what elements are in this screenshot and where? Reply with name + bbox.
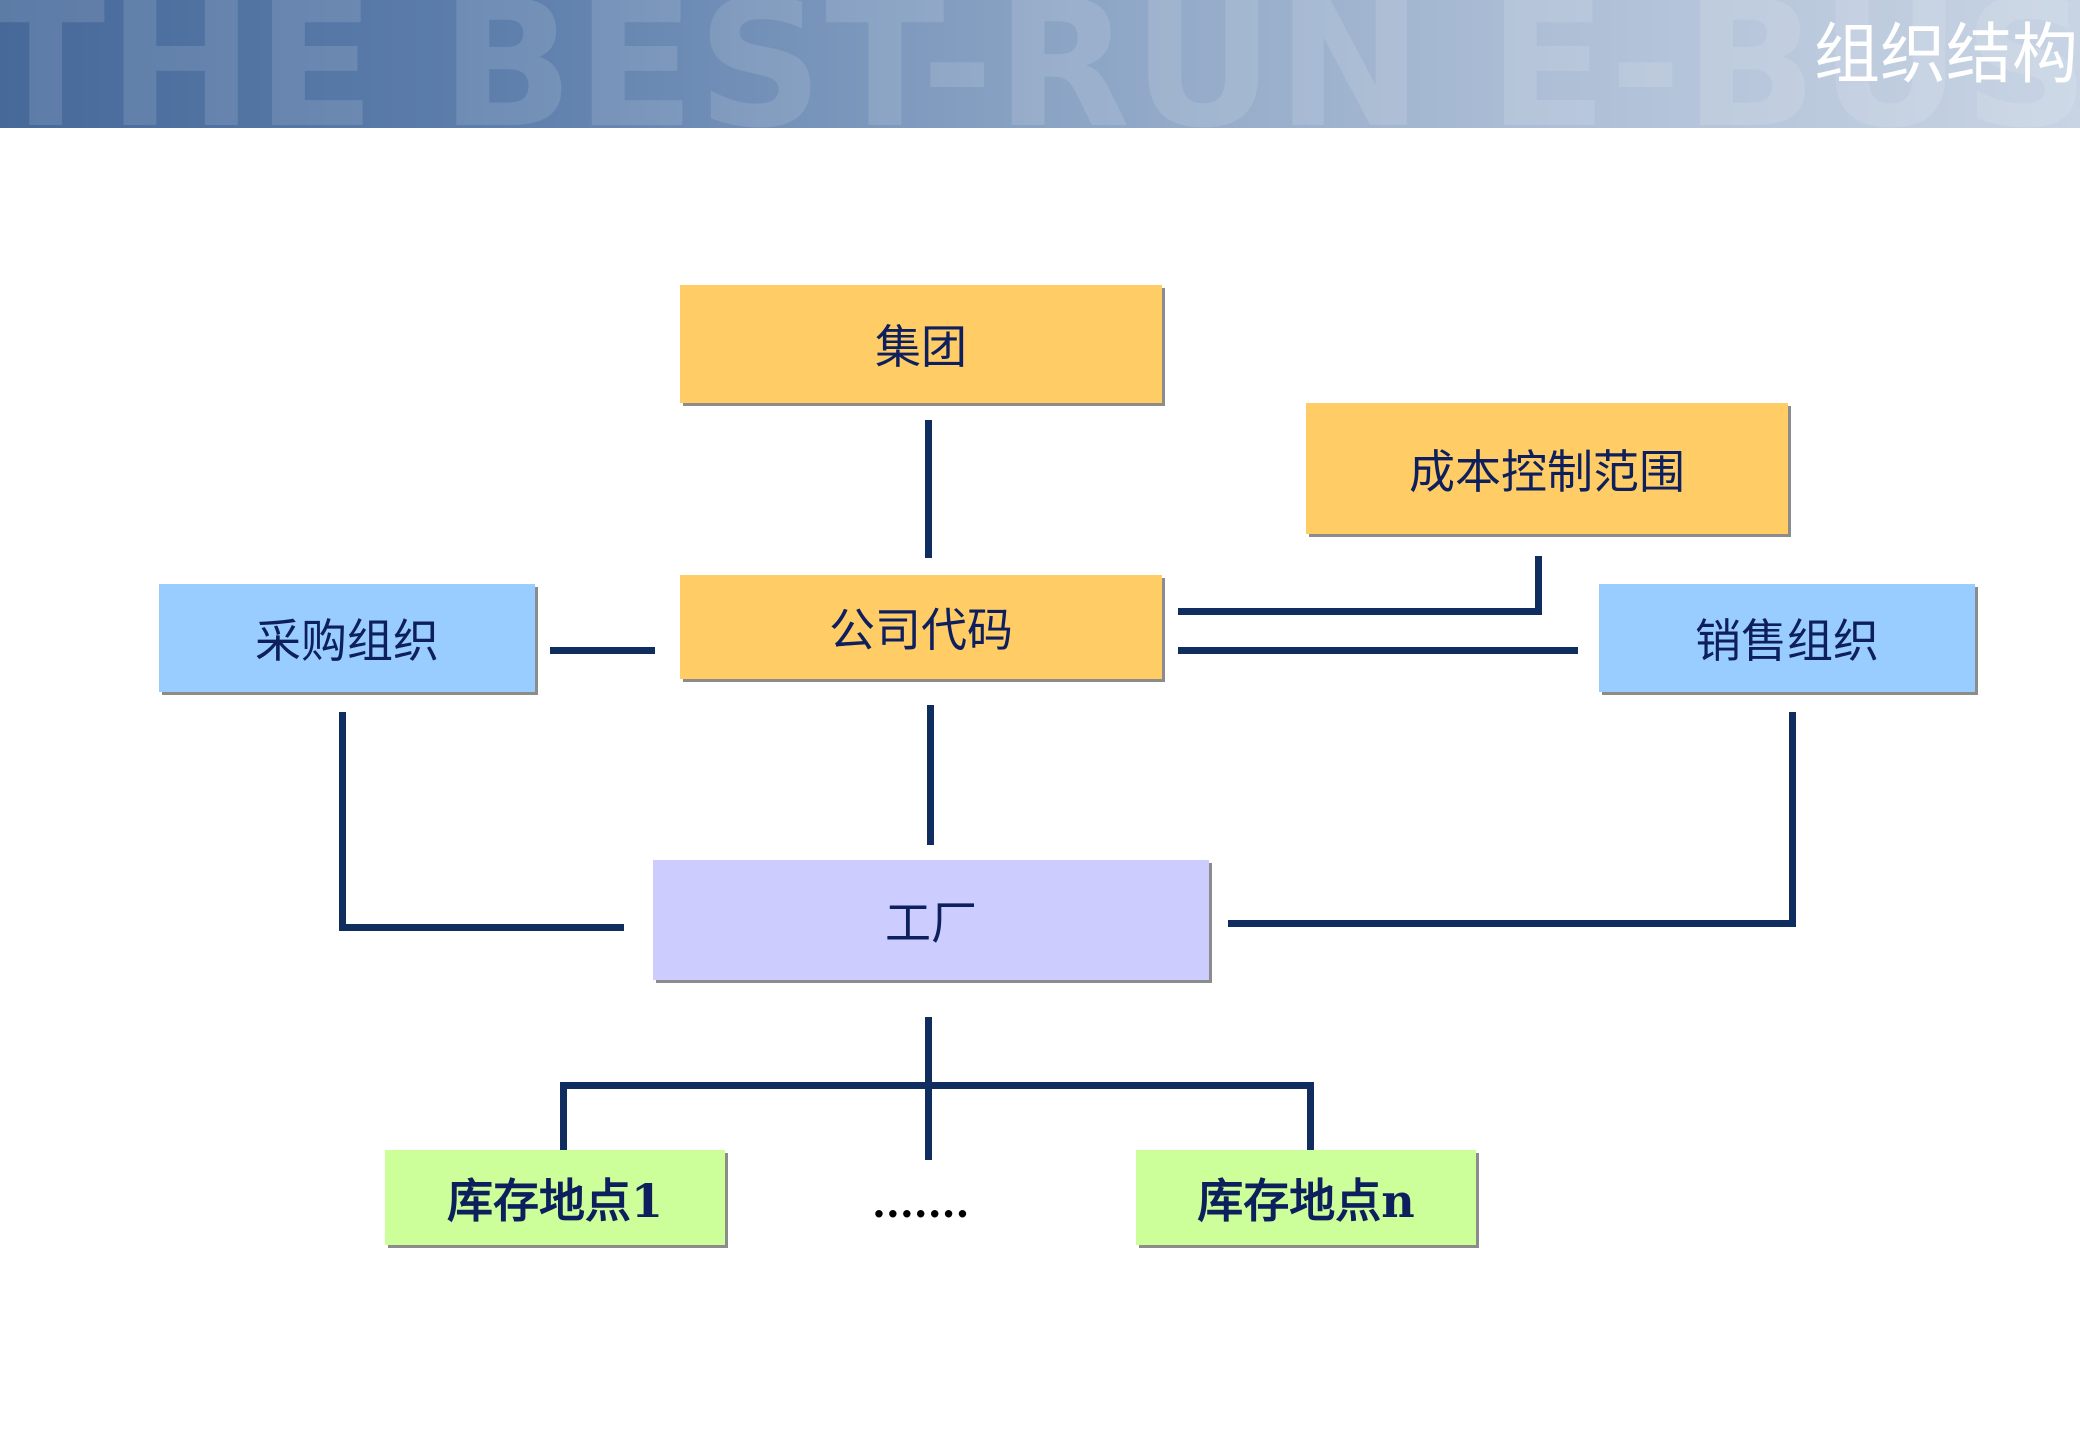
connector-purchasing-plant-h	[339, 924, 624, 931]
connector-storage-bar	[560, 1082, 1314, 1089]
node-controlling-area: 成本控制范围	[1306, 403, 1788, 534]
page-title: 组织结构	[1814, 16, 2078, 93]
node-sales-org: 销售组织	[1599, 584, 1975, 692]
connector-purchasing-plant-v	[339, 712, 346, 931]
node-company-code-label: 公司代码	[829, 603, 1013, 657]
node-group-label: 集团	[875, 320, 967, 374]
node-company-code: 公司代码	[680, 575, 1162, 679]
node-purchasing-org: 采购组织	[159, 584, 535, 692]
storage-ellipsis: .......	[872, 1180, 970, 1227]
node-sales-org-label: 销售组织	[1695, 614, 1879, 668]
connector-sales-plant-v	[1789, 712, 1796, 927]
node-storage-n-label: 库存地点n	[1197, 1173, 1415, 1228]
header-banner: THE BEST-RUN E-BUS 组织结构	[0, 0, 2080, 128]
banner-watermark: THE BEST-RUN E-BUS	[0, 0, 2080, 128]
node-storage-1-label: 库存地点1	[446, 1173, 663, 1228]
node-plant-label: 工厂	[885, 896, 977, 950]
connector-purchasing-company	[550, 647, 655, 654]
connector-company-sales	[1178, 647, 1578, 654]
connector-sales-plant-h	[1228, 920, 1796, 927]
connector-storage-n	[1307, 1082, 1314, 1150]
node-storage-n: 库存地点n	[1136, 1150, 1476, 1245]
connector-group-company	[925, 420, 932, 558]
node-storage-1: 库存地点1	[385, 1150, 725, 1245]
node-controlling-area-label: 成本控制范围	[1409, 444, 1685, 499]
connector-company-controlling-v	[1535, 556, 1542, 615]
node-plant: 工厂	[653, 860, 1209, 980]
connector-storage-1	[560, 1082, 567, 1150]
node-purchasing-org-label: 采购组织	[255, 614, 439, 668]
connector-company-plant	[927, 705, 934, 845]
connector-company-controlling-h	[1178, 608, 1540, 615]
node-group: 集团	[680, 285, 1162, 403]
